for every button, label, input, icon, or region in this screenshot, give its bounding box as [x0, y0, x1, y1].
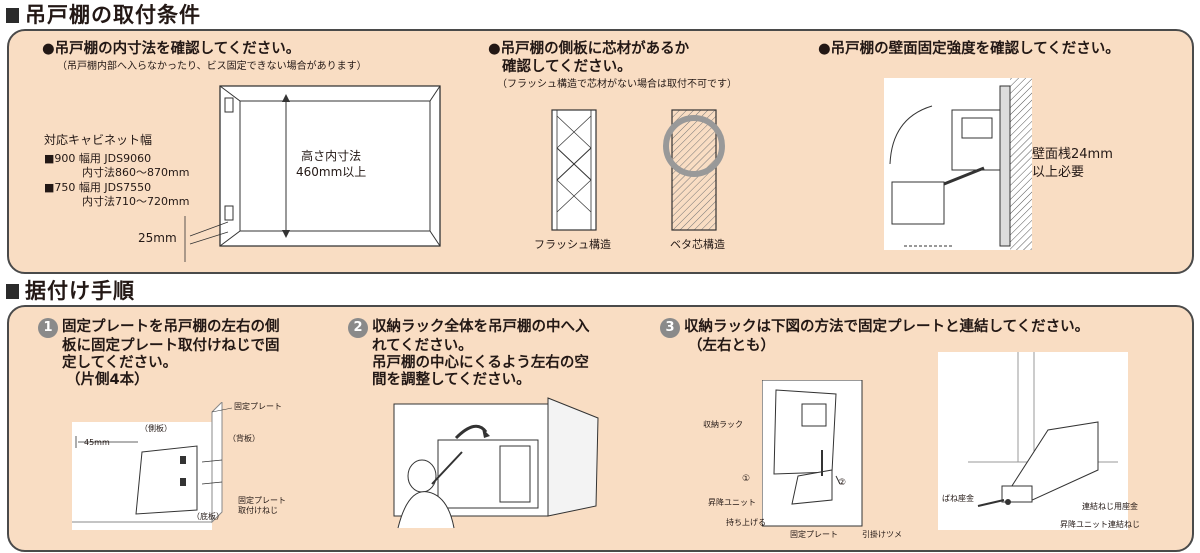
step1-label-screw: 固定プレート 取付けねじ — [238, 496, 286, 516]
model-750-name: ■750 幅用 JDS7550 — [44, 181, 152, 194]
step1-label-screw-1: 固定プレート — [238, 496, 286, 505]
square-bullet-icon — [6, 284, 19, 299]
step2-line3: 吊戸棚の中心にくるよう左右の空 — [372, 355, 589, 371]
label-flush: フラッシュ構造 — [534, 238, 611, 251]
step1-line4: （片側4本） — [66, 372, 149, 388]
model-900: ■900 幅用 JDS9060 内寸法860～870mm — [44, 152, 189, 180]
step2-line1: 収納ラック全体を吊戸棚の中へ入 — [372, 319, 590, 335]
model-900-name: ■900 幅用 JDS9060 — [44, 152, 152, 165]
step1-line3: 定してください。 — [62, 355, 178, 371]
wall-mount-diagram — [884, 78, 1032, 250]
note-core-material: （フラッシュ構造で芯材がない場合は取付不可です） — [497, 79, 737, 90]
step1-diagram — [72, 402, 304, 534]
step3-line2: （左右とも） — [688, 338, 775, 354]
step3-label-lift-unit: 昇降ユニット — [708, 498, 756, 507]
cabinet-width-heading: 対応キャビネット幅 — [44, 133, 153, 147]
label-beta: ベタ芯構造 — [670, 238, 725, 251]
model-750-dim: 内寸法710～720mm — [82, 195, 190, 208]
step1-label-45mm: 45mm — [84, 438, 110, 447]
step3-label-conn-washer: 連結ねじ用座金 — [1082, 502, 1138, 511]
step2-diagram — [388, 388, 606, 538]
step3-label-lift: 持ち上げる — [726, 518, 766, 527]
step3-line1: 収納ラックは下図の方法で固定プレートと連結してください。 — [684, 319, 1090, 335]
model-900-dim: 内寸法860～870mm — [82, 166, 190, 179]
step3-diagram-right — [938, 352, 1128, 530]
model-750: ■750 幅用 JDS7550 内寸法710～720mm — [44, 181, 189, 209]
cabinet-diagram — [180, 76, 460, 266]
step3-label-c2: ② — [838, 478, 847, 488]
height-label-line2: 460mm以上 — [296, 165, 367, 179]
step3-diagram-left — [762, 380, 866, 530]
step3-label-plate: 固定プレート — [790, 530, 838, 539]
wall-label-line1: 壁面桟24mm — [1032, 147, 1113, 162]
height-label: 高さ内寸法 460mm以上 — [296, 148, 366, 180]
step2-line2: れてください。 — [372, 338, 473, 354]
section-title-text: 吊戸棚の取付条件 — [25, 3, 201, 27]
step1-line1: 固定プレートを吊戸棚の左右の側 — [62, 319, 280, 335]
structure-diagram — [540, 108, 740, 238]
section-title-conditions: 吊戸棚の取付条件 — [6, 3, 201, 27]
step3-label-washer: ばね座金 — [942, 494, 974, 503]
step3-label-conn-screw: 昇降ユニット連結ねじ — [1060, 520, 1140, 529]
note-inner-dimensions: （吊戸棚内部へ入らなかったり、ビス固定できない場合があります） — [57, 61, 367, 72]
step3-label-hook: 引掛けツメ — [862, 530, 902, 539]
step3-label-rack: 収納ラック — [703, 420, 743, 429]
square-bullet-icon — [6, 8, 19, 23]
step1-line2: 板に固定プレート取付けねじで固 — [62, 338, 280, 354]
bullet-core-material-1: ●吊戸棚の側板に芯材があるか — [488, 41, 690, 57]
step1-label-side: （側板） — [140, 424, 172, 433]
section-title-installation: 据付け手順 — [6, 279, 135, 303]
height-label-line1: 高さ内寸法 — [301, 149, 362, 163]
step1-label-screw-2: 取付けねじ — [238, 506, 278, 515]
step2-line4: 間を調整してください。 — [372, 372, 531, 388]
bullet-wall-strength: ●吊戸棚の壁面固定強度を確認してください。 — [818, 41, 1120, 57]
step1-label-bottom: （底板） — [192, 512, 224, 521]
wall-label-line2: 以上必要 — [1032, 165, 1085, 180]
step3-number-icon: 3 — [660, 318, 680, 338]
step2-number-icon: 2 — [348, 318, 368, 338]
step1-number-icon: 1 — [38, 318, 58, 338]
step1-label-back: （背板） — [228, 434, 260, 443]
bullet-inner-dimensions: ●吊戸棚の内寸法を確認してください。 — [42, 41, 301, 57]
wall-label: 壁面桟24mm 以上必要 — [1032, 146, 1113, 182]
section-title-text: 据付け手順 — [25, 279, 135, 303]
bullet-core-material-2: 確認してください。 — [502, 59, 632, 75]
step1-label-plate: 固定プレート — [234, 402, 282, 411]
step3-label-c1: ① — [742, 474, 751, 484]
dim-25mm: 25mm — [138, 231, 177, 245]
